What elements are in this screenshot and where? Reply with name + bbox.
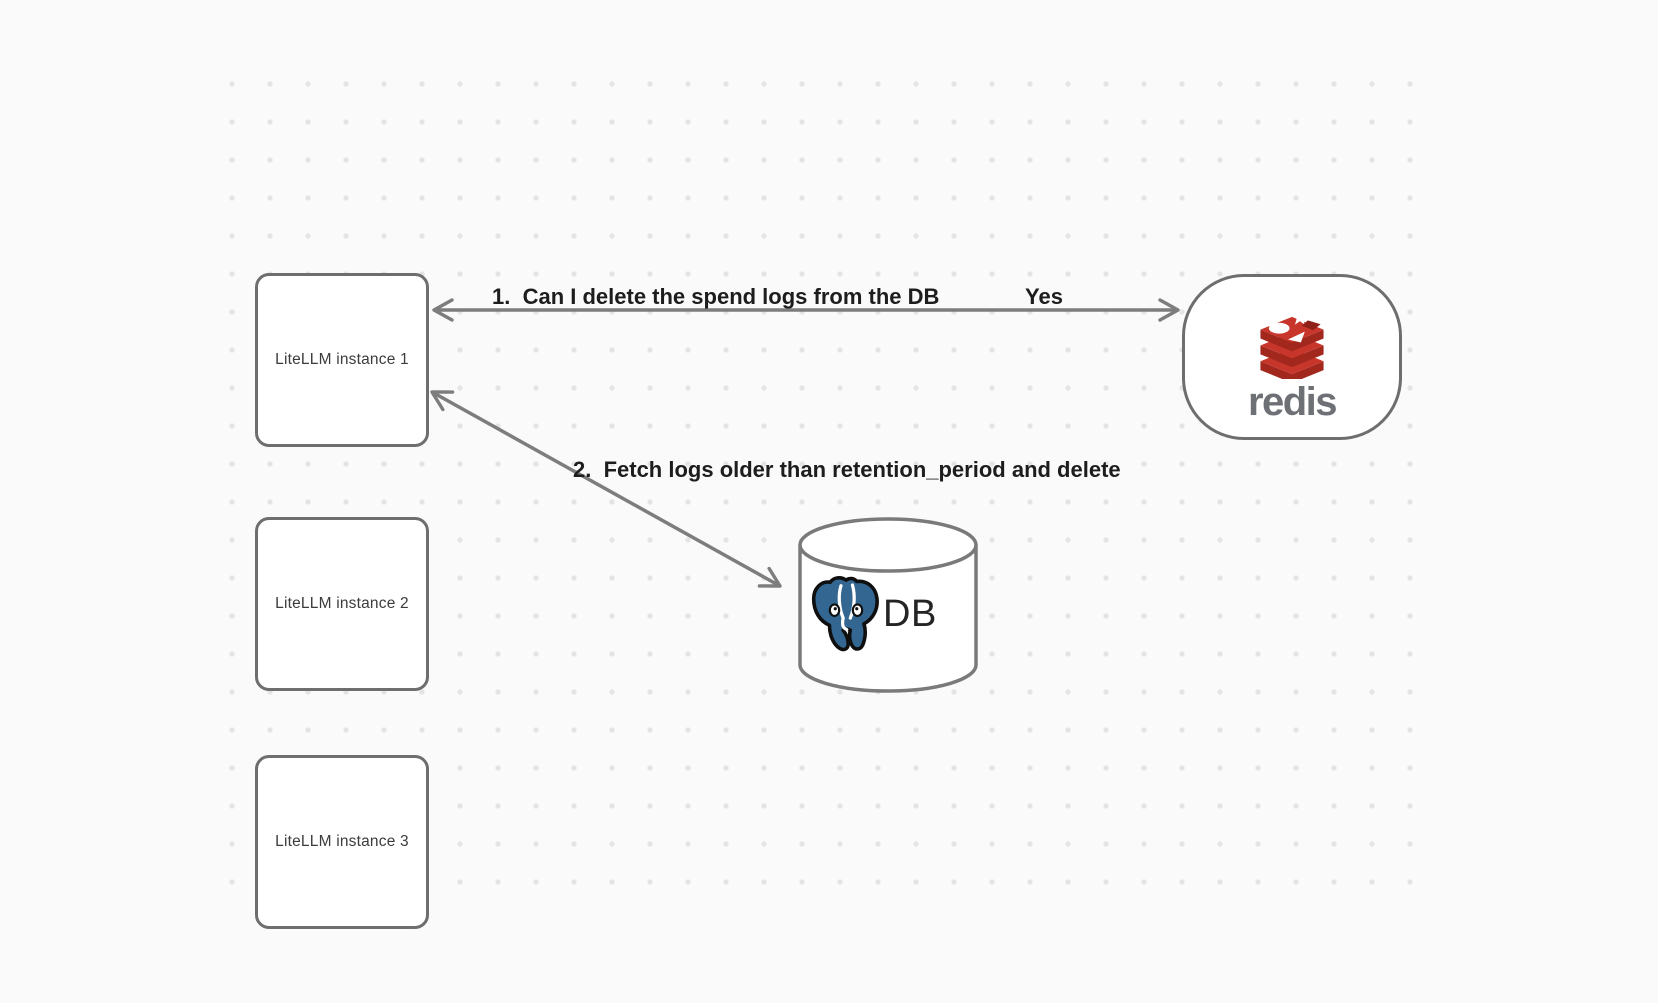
arrow-instance1-db[interactable]: [430, 390, 782, 588]
postgresql-elephant-icon: [811, 576, 879, 652]
db-label: DB: [883, 593, 937, 635]
node-label: LiteLLM instance 1: [275, 351, 409, 368]
redis-wordmark: redis: [1247, 380, 1338, 424]
edge-label-delete-spend-logs[interactable]: 1. Can I delete the spend logs from the …: [492, 284, 940, 309]
redis-star-shape: [1291, 309, 1308, 325]
redis-stack-icon: [1260, 309, 1324, 379]
node-label: LiteLLM instance 2: [275, 595, 409, 612]
node-label: LiteLLM instance 3: [275, 833, 409, 850]
node-litellm-instance-2[interactable]: LiteLLM instance 2: [255, 517, 429, 691]
node-postgres-db[interactable]: DB: [797, 515, 979, 700]
edge-label-fetch-logs[interactable]: 2. Fetch logs older than retention_perio…: [573, 457, 1121, 482]
node-litellm-instance-1[interactable]: LiteLLM instance 1: [255, 273, 429, 447]
node-litellm-instance-3[interactable]: LiteLLM instance 3: [255, 755, 429, 929]
node-redis[interactable]: redis: [1182, 274, 1402, 440]
db-node-content: DB: [810, 575, 937, 654]
edge-label-yes[interactable]: Yes: [1025, 284, 1063, 309]
